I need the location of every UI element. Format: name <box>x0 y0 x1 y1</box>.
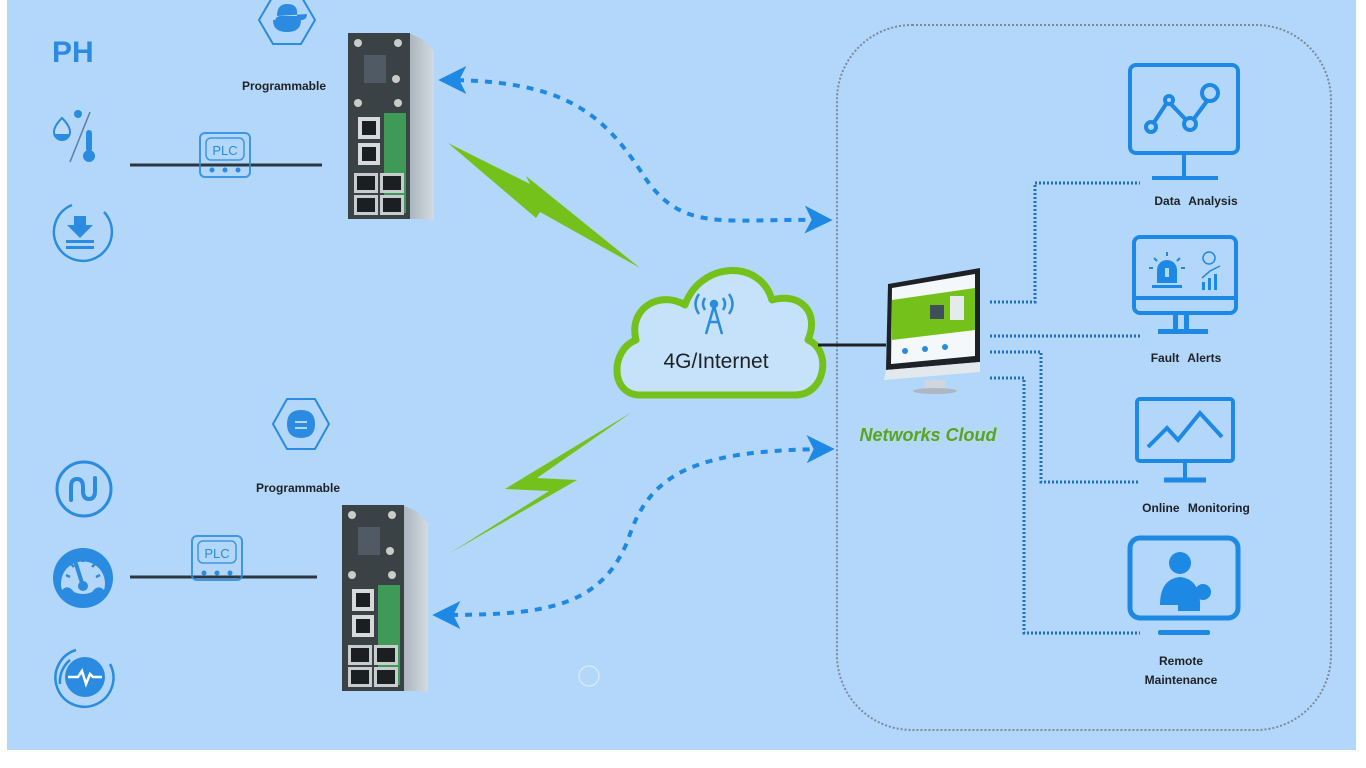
led-panel <box>358 527 380 555</box>
decorative-circle <box>578 665 600 687</box>
fault-alert-icon <box>1132 235 1238 334</box>
remote-maintenance-icon <box>1127 535 1241 635</box>
water-level-icon <box>52 203 114 263</box>
data-link-arrow-top[interactable] <box>438 66 833 234</box>
service-connectors <box>990 181 1140 635</box>
service-label: Maintenance <box>1145 673 1218 687</box>
service-label: Fault Alerts <box>1151 351 1222 365</box>
router-label-top: Programmable <box>242 79 326 93</box>
router-device-top <box>348 33 434 221</box>
plc-label-bottom: PLC <box>204 546 229 561</box>
internet-cloud: 4G/Internet <box>613 267 827 399</box>
antenna-connector <box>392 75 400 83</box>
router-side-panel <box>408 33 434 221</box>
plc-device-top: PLC <box>130 132 322 178</box>
wave-sensor-icon <box>55 460 113 518</box>
cell-tower-icon <box>694 293 734 335</box>
router-side-panel <box>402 505 428 693</box>
antenna-connector <box>394 99 402 107</box>
plc-label-top: PLC <box>212 143 237 158</box>
ph-icon: PH <box>52 36 94 69</box>
service-label: Online Monitoring <box>1142 501 1250 515</box>
service-data-analysis[interactable]: Data Analysis <box>1128 63 1240 208</box>
service-label: Remote <box>1159 654 1203 668</box>
data-analysis-icon <box>1128 63 1240 180</box>
antenna-connector <box>348 511 356 519</box>
service-remote-maintenance[interactable]: Remote Maintenance <box>1127 535 1241 687</box>
python-icon <box>271 398 331 450</box>
service-fault-alerts[interactable]: Fault Alerts <box>1132 235 1238 365</box>
antenna-connector <box>388 571 396 579</box>
python-icon <box>257 0 317 45</box>
networks-cloud-boundary <box>836 24 1332 731</box>
router-device-bottom <box>342 505 428 693</box>
online-monitoring-icon <box>1135 397 1235 483</box>
humidity-temperature-icon <box>52 110 95 163</box>
networks-cloud-label: Networks Cloud <box>859 425 997 445</box>
antenna-connector <box>354 39 362 47</box>
led-panel <box>364 55 386 83</box>
cloud-server-monitor <box>884 268 980 394</box>
service-label: Data Analysis <box>1154 194 1238 208</box>
cloud-label: 4G/Internet <box>663 350 768 373</box>
sensor-group-top: PH <box>52 36 114 263</box>
plc-device-bottom: PLC <box>130 535 317 581</box>
sensor-group-bottom <box>53 460 115 708</box>
data-link-arrow-bottom[interactable] <box>432 435 835 629</box>
pressure-gauge-icon <box>53 548 113 608</box>
antenna-connector <box>348 571 356 579</box>
pulse-meter-icon <box>54 648 115 708</box>
router-label-bottom: Programmable <box>256 481 340 495</box>
service-online-monitoring[interactable]: Online Monitoring <box>1135 397 1250 515</box>
antenna-connector <box>394 39 402 47</box>
antenna-connector <box>354 99 362 107</box>
antenna-connector <box>388 511 396 519</box>
antenna-connector <box>386 547 394 555</box>
